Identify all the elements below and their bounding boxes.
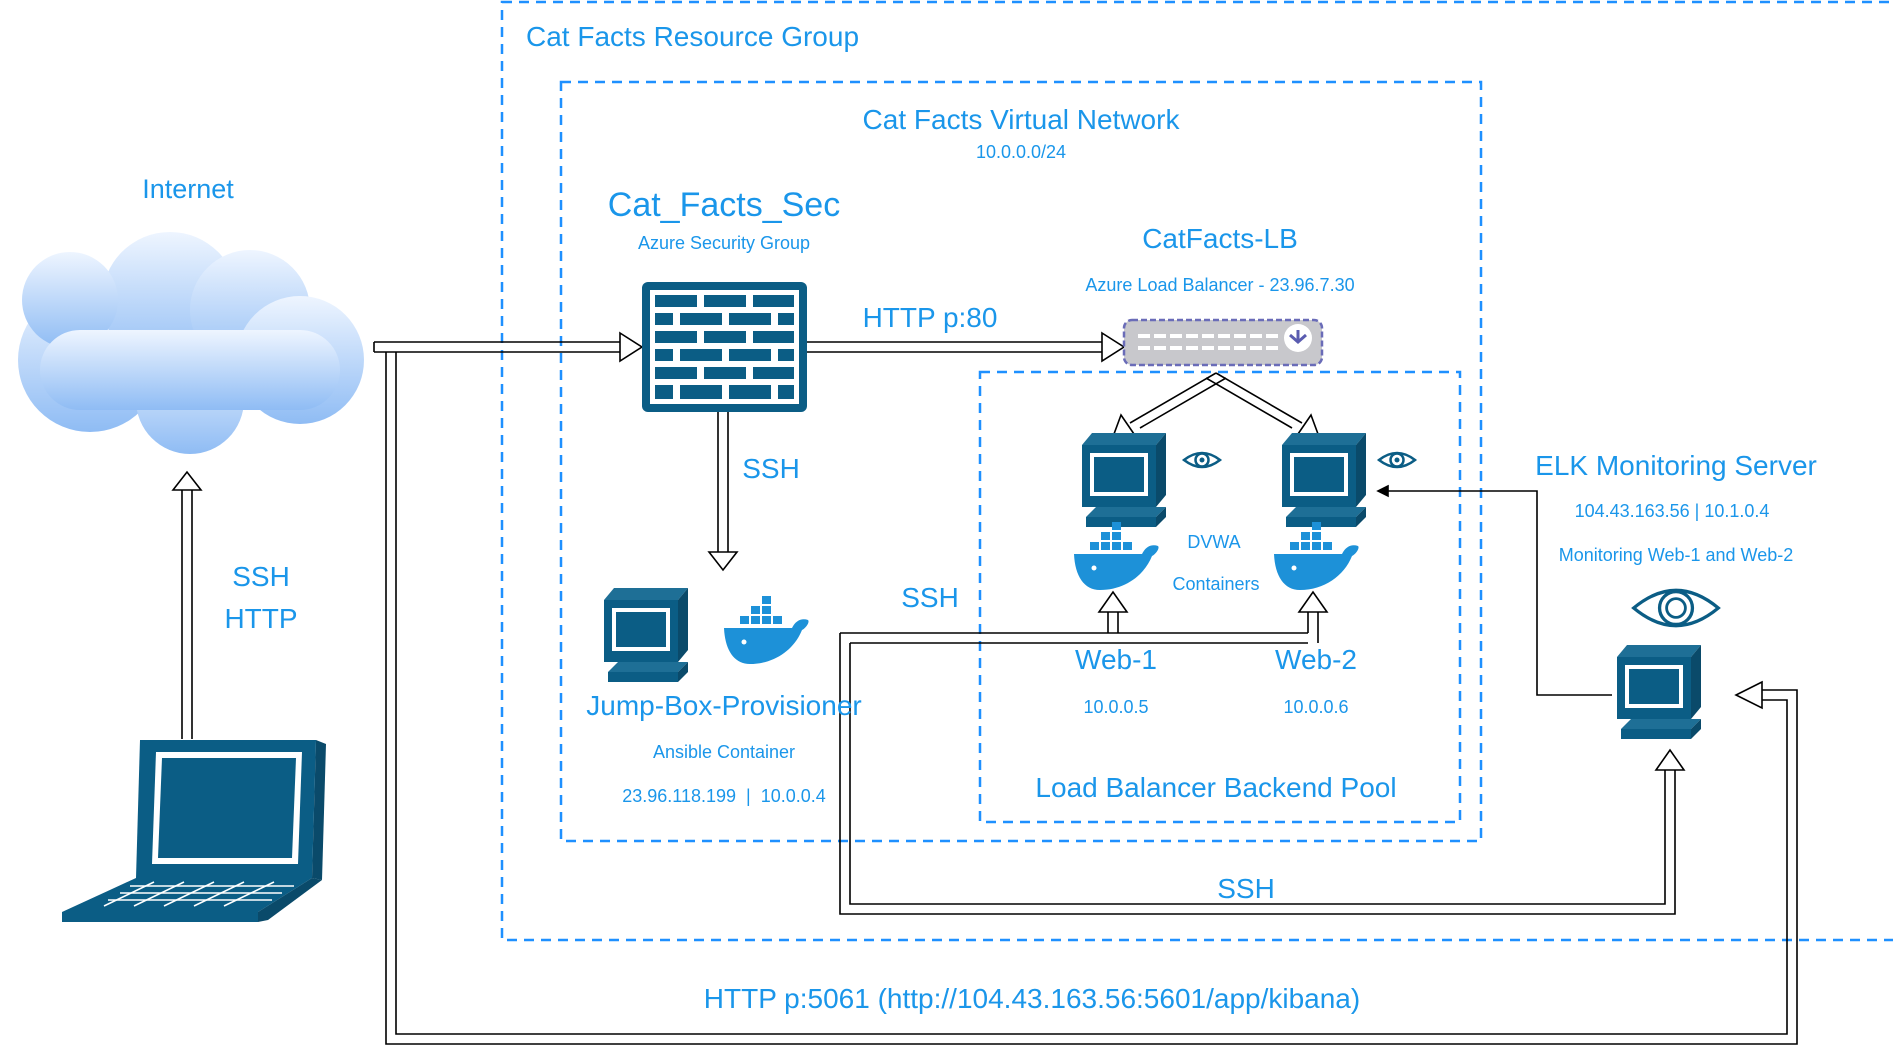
cloud-icon [18, 232, 364, 454]
resource-group-title: Cat Facts Resource Group [526, 21, 860, 52]
containers-label: Containers [1172, 574, 1260, 594]
web1-name: Web-1 [1075, 644, 1157, 675]
laptop-icon [62, 740, 326, 922]
kibana-link-label: HTTP p:5061 (http://104.43.163.56:5601/a… [703, 983, 1361, 1014]
web2-computer-icon [1282, 433, 1366, 527]
nsg-type: Azure Security Group [637, 233, 811, 253]
jump-computer-icon [604, 588, 688, 682]
connector-internet-to-nsg [373, 341, 622, 353]
web2-ip: 10.0.0.6 [1283, 697, 1349, 717]
connector-nsg-to-jump [717, 412, 729, 552]
connector-kibana-loop [385, 352, 1798, 1045]
arrowhead-nsg-to-lb [1101, 331, 1126, 363]
lb-name: CatFacts-LB [1142, 223, 1298, 254]
client-protocol-http: HTTP [224, 603, 298, 634]
connector-lb-to-web1 [1129, 372, 1227, 429]
web1-eye-icon [1182, 451, 1222, 469]
jump-docker-icon [724, 596, 809, 664]
arrowhead-jump-to-web2 [1297, 590, 1329, 613]
arrowhead-kibana-to-elk [1734, 680, 1763, 710]
arrowhead-lb-to-web2 [1296, 413, 1320, 435]
arrowhead-lb-to-web1 [1112, 413, 1136, 435]
load-balancer-icon [1122, 318, 1324, 367]
elk-server-name: ELK Monitoring Server [1535, 450, 1817, 481]
client-protocol-ssh: SSH [232, 561, 290, 592]
connector-client-to-cloud [181, 490, 193, 739]
elk-server-ips: 104.43.163.56 | 10.1.0.4 [1574, 501, 1770, 521]
arrowhead-client-to-cloud [171, 470, 203, 491]
jump-box-ips: 23.96.118.199 | 10.0.0.4 [622, 786, 826, 806]
nsg-name: Cat_Facts_Sec [607, 186, 841, 224]
arrowhead-nsg-to-jump [707, 551, 739, 572]
http-80-label: HTTP p:80 [862, 302, 998, 333]
jump-box-name: Jump-Box-Provisioner [586, 690, 862, 721]
web1-ip: 10.0.0.5 [1083, 697, 1149, 717]
web2-docker-icon [1274, 522, 1359, 590]
elk-server-description: Monitoring Web-1 and Web-2 [1558, 545, 1794, 565]
web2-eye-icon [1377, 451, 1417, 469]
ssh-nsg-to-jump-label: SSH [742, 453, 800, 484]
resource-group-boundary [500, 0, 1893, 942]
web1-computer-icon [1082, 433, 1166, 527]
dvwa-label: DVWA [1187, 532, 1241, 552]
lb-description: Azure Load Balancer - 23.96.7.30 [1085, 275, 1355, 295]
vnet-title: Cat Facts Virtual Network [862, 104, 1180, 135]
connector-elk-to-web2 [1388, 490, 1612, 696]
internet-label: Internet [142, 174, 234, 204]
connector-nsg-to-lb [807, 341, 1104, 353]
web2-name: Web-2 [1275, 644, 1357, 675]
ssh-jump-to-elk-label: SSH [1217, 873, 1275, 904]
backend-pool-boundary [978, 370, 1462, 824]
arrowhead-internet-to-nsg [619, 331, 644, 363]
ssh-jump-to-web-label: SSH [901, 582, 959, 613]
connector-jump-to-elk [839, 633, 1676, 915]
jump-box-container: Ansible Container [652, 742, 796, 762]
firewall-icon [642, 282, 807, 412]
web1-docker-icon [1074, 522, 1159, 590]
arrowhead-elk-to-web2 [1376, 484, 1389, 498]
connectors [171, 331, 1798, 1045]
arrowhead-jump-to-web1 [1097, 590, 1129, 613]
backend-pool-label: Load Balancer Backend Pool [1035, 772, 1397, 803]
elk-computer-icon [1617, 645, 1701, 739]
connector-jump-to-webs [840, 612, 1319, 644]
virtual-network-boundary [559, 80, 1483, 843]
connector-lb-to-web2 [1205, 372, 1303, 429]
arrowhead-jump-to-elk [1654, 748, 1686, 771]
elk-eye-icon [1631, 588, 1721, 628]
vnet-cidr: 10.0.0.0/24 [975, 142, 1067, 162]
